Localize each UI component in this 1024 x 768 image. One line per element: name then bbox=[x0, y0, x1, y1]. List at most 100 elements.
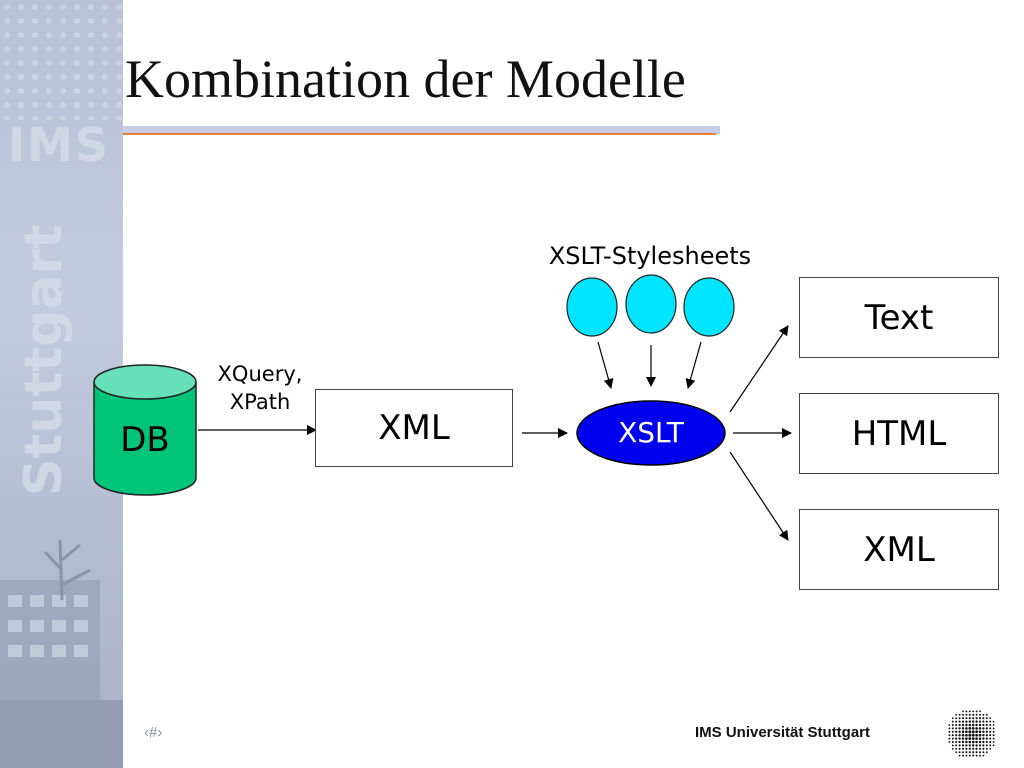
building-photo-icon bbox=[0, 539, 123, 768]
logo-dot bbox=[975, 720, 978, 723]
logo-dot bbox=[968, 751, 971, 754]
logo-dot bbox=[978, 723, 982, 727]
logo-dot bbox=[989, 717, 992, 720]
logo-dot bbox=[948, 737, 951, 740]
slide-number: ‹#› bbox=[144, 724, 163, 741]
logo-dot bbox=[975, 754, 978, 757]
logo-dot bbox=[955, 740, 958, 744]
logo-dot bbox=[978, 727, 982, 730]
logo-dot bbox=[948, 734, 951, 737]
logo-dot bbox=[982, 717, 985, 720]
logo-dot bbox=[992, 724, 995, 726]
xml-source-box: XML bbox=[315, 389, 513, 467]
logo-dot bbox=[992, 720, 995, 723]
logo-dot bbox=[982, 720, 985, 723]
logo-dot bbox=[992, 744, 995, 747]
logo-dot bbox=[971, 733, 975, 737]
logo-dot bbox=[978, 747, 982, 750]
logo-dot bbox=[951, 717, 954, 720]
logo-dot bbox=[975, 713, 978, 716]
logo-dot bbox=[955, 713, 958, 716]
logo-dot bbox=[985, 751, 988, 754]
logo-dot bbox=[965, 751, 968, 754]
xslt-ellipse bbox=[576, 400, 726, 466]
logo-dot bbox=[971, 727, 975, 730]
logo-dot bbox=[961, 723, 965, 727]
logo-dot bbox=[972, 713, 975, 716]
logo-dot bbox=[989, 724, 992, 726]
logo-dot bbox=[978, 717, 982, 720]
logo-dot bbox=[982, 727, 985, 730]
stylesheet-circle-1 bbox=[566, 277, 618, 337]
logo-dot bbox=[948, 727, 951, 730]
logo-dot bbox=[992, 737, 995, 740]
logo-dot bbox=[965, 727, 968, 730]
logo-dot bbox=[965, 710, 968, 713]
logo-dot bbox=[979, 710, 981, 713]
logo-dot bbox=[972, 717, 975, 720]
logo-dot bbox=[982, 744, 985, 747]
logo-dot bbox=[965, 747, 968, 750]
logo-dot bbox=[968, 723, 972, 727]
logo-dot bbox=[955, 720, 958, 723]
logo-dot bbox=[968, 740, 972, 744]
logo-dot bbox=[961, 717, 965, 720]
logo-dot bbox=[985, 730, 988, 733]
logo-dot bbox=[955, 723, 958, 727]
logo-dot bbox=[951, 747, 954, 750]
logo-dot bbox=[955, 717, 958, 720]
logo-dot bbox=[958, 713, 961, 716]
logo-dot bbox=[968, 730, 972, 734]
logo-dot bbox=[961, 737, 965, 740]
logo-dot bbox=[978, 751, 982, 754]
logo-dot bbox=[972, 710, 975, 713]
stylesheets-label: XSLT-Stylesheets bbox=[548, 242, 752, 270]
stylesheet-circle-3 bbox=[683, 277, 735, 337]
logo-dot bbox=[951, 741, 954, 743]
xslt-to-text-arrow bbox=[729, 325, 789, 413]
logo-dot bbox=[985, 747, 988, 750]
logo-dot bbox=[958, 751, 961, 754]
logo-dot bbox=[989, 737, 992, 740]
logo-dot bbox=[975, 751, 978, 754]
logo-dot bbox=[951, 724, 954, 726]
logo-dot bbox=[951, 720, 954, 723]
sidebar-pattern bbox=[0, 0, 123, 768]
logo-dot bbox=[982, 713, 985, 716]
logo-dot bbox=[968, 727, 972, 730]
query-label-line-2: XPath bbox=[229, 390, 291, 414]
logo-dot bbox=[992, 741, 995, 743]
title-underline bbox=[123, 133, 716, 135]
logo-dot bbox=[978, 744, 982, 747]
logo-dot bbox=[982, 754, 985, 757]
logo-dot bbox=[982, 730, 985, 734]
logo-dot bbox=[982, 751, 985, 754]
logo-dot bbox=[975, 730, 978, 734]
logo-dot bbox=[985, 734, 988, 737]
logo-dot bbox=[965, 733, 968, 737]
logo-dot bbox=[975, 740, 978, 744]
logo-dot bbox=[979, 713, 981, 716]
logo-dot bbox=[971, 737, 975, 740]
logo-dot bbox=[978, 737, 982, 740]
logo-dot bbox=[992, 734, 995, 737]
logo-dot bbox=[961, 747, 965, 750]
logo-dot bbox=[972, 747, 975, 750]
logo-dot bbox=[958, 747, 961, 750]
logo-dot bbox=[978, 720, 982, 723]
logo-dot bbox=[989, 734, 992, 737]
logo-dot bbox=[951, 734, 954, 737]
logo-dot bbox=[958, 730, 961, 733]
logo-dot bbox=[968, 737, 972, 740]
logo-dot bbox=[975, 737, 978, 740]
logo-dot bbox=[985, 740, 988, 744]
logo-dot bbox=[992, 727, 995, 730]
logo-dot bbox=[985, 723, 988, 727]
logo-dot bbox=[989, 727, 992, 730]
logo-dot bbox=[962, 710, 964, 713]
logo-dot bbox=[955, 734, 958, 737]
logo-dot bbox=[975, 710, 978, 713]
logo-dot bbox=[962, 751, 964, 754]
output-box-html: HTML bbox=[799, 393, 999, 474]
logo-dot bbox=[985, 744, 988, 747]
